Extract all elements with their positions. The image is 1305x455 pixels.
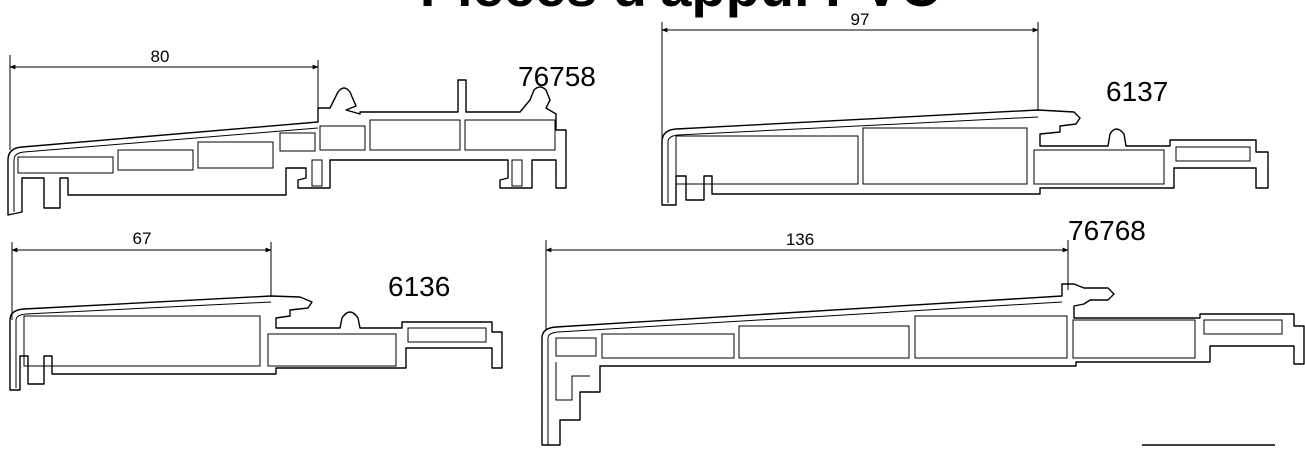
profile-outline <box>9 295 503 391</box>
profile-hook <box>555 362 590 401</box>
page-title: Pièces d'appui PVC <box>420 0 941 18</box>
profile-chamber <box>267 333 397 367</box>
profile-inner-line <box>547 301 1063 445</box>
profile-6136: 67 6136 <box>9 229 503 391</box>
profile-chamber <box>914 315 1068 359</box>
profile-leg <box>311 159 323 187</box>
profile-chamber <box>407 327 487 343</box>
dimension-label: 67 <box>133 229 152 248</box>
profile-chamber <box>464 119 556 151</box>
profile-leg <box>511 159 523 187</box>
profile-code: 6136 <box>388 271 450 302</box>
profile-chamber <box>1033 149 1165 185</box>
profile-chamber <box>675 135 859 185</box>
profile-inner-line <box>667 116 1039 203</box>
profile-chamber <box>23 315 261 367</box>
profile-chamber <box>197 141 274 169</box>
profile-76758: 80 76758 <box>7 47 596 216</box>
profile-code: 6137 <box>1106 76 1168 107</box>
profile-outline <box>541 283 1305 446</box>
profile-inner-line <box>13 127 319 212</box>
dimension-label: 80 <box>151 47 170 66</box>
profile-chamber <box>369 119 461 151</box>
profile-code: 76758 <box>518 61 596 92</box>
profile-chamber <box>17 156 114 174</box>
profile-outline <box>7 79 567 216</box>
profile-chamber <box>319 125 366 151</box>
profile-76768: 136 76768 <box>541 215 1305 446</box>
profile-outline <box>661 109 1269 206</box>
profile-inner-line <box>15 301 272 388</box>
profile-chamber <box>601 333 735 359</box>
profile-chamber <box>1203 319 1283 335</box>
profile-chamber <box>555 337 597 357</box>
profile-chamber <box>279 132 316 152</box>
profile-6137: 97 6137 <box>661 10 1269 206</box>
profile-code: 76768 <box>1068 215 1146 246</box>
dimension-label: 97 <box>851 10 870 29</box>
profile-chamber <box>1072 319 1196 359</box>
profile-chamber <box>1175 146 1251 162</box>
dimension-label: 136 <box>786 230 814 249</box>
profile-chamber <box>738 325 910 359</box>
profile-chamber <box>862 127 1028 185</box>
profile-chamber <box>117 149 194 171</box>
